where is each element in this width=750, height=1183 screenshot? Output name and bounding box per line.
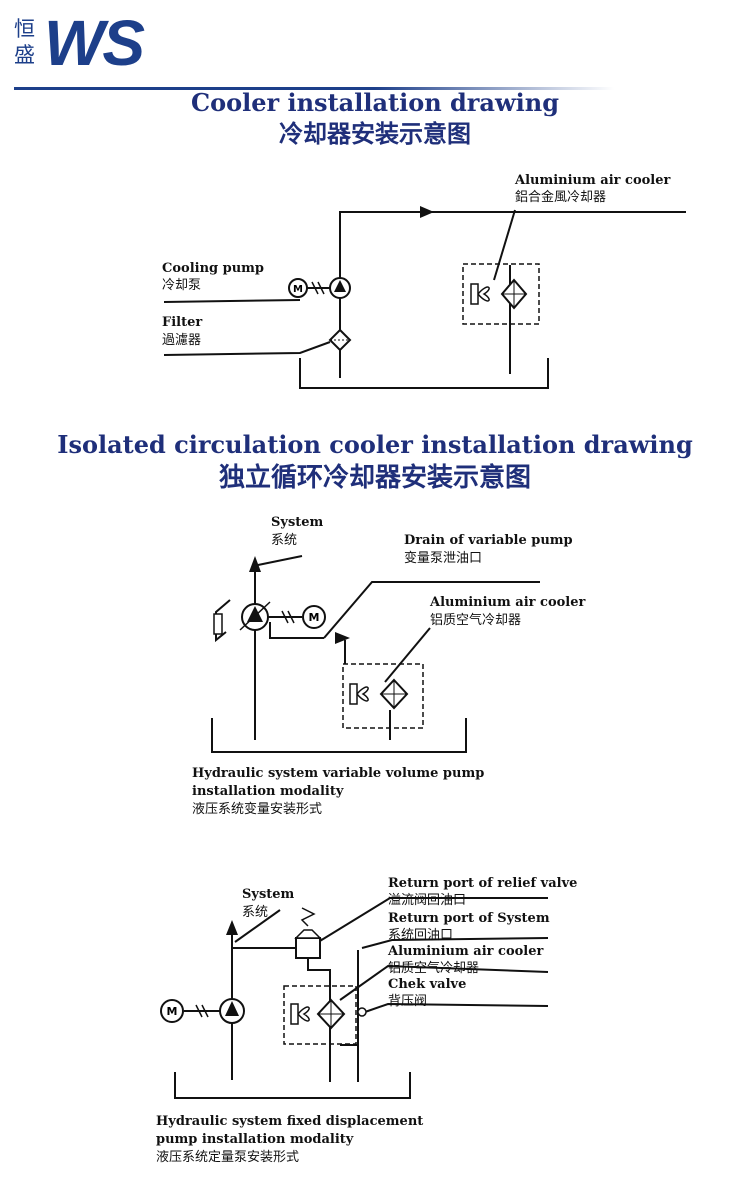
s3-cooler-label-en: Aluminium air cooler: [388, 944, 544, 959]
cooler-box-1: [462, 263, 540, 325]
s1-cooler-label-en: Aluminium air cooler: [515, 173, 671, 188]
s1-pump-label-cn: 冷却泵: [162, 278, 202, 293]
s2-system-label-en: System: [271, 515, 324, 530]
motor-letter-2: M: [309, 611, 320, 624]
header-divider: [14, 87, 614, 90]
s3-caption-cn: 液压系统定量泵安装形式: [156, 1150, 300, 1165]
s2-cooler-label-cn: 铝质空气冷却器: [430, 613, 522, 628]
motor-letter-3: M: [167, 1005, 178, 1018]
cooler-box-2: [342, 663, 424, 729]
cooler-box-3: [283, 985, 357, 1045]
section2-title-en: Isolated circulation cooler installation…: [57, 430, 693, 459]
s2-drain-label-cn: 变量泵泄油口: [404, 551, 483, 566]
section1-title-en: Cooler installation drawing: [190, 88, 559, 117]
motor-symbol-3: [160, 999, 184, 1023]
s3-cooler-label-cn: 铝质空气冷却器: [388, 961, 480, 976]
s3-check-label-en: Chek valve: [388, 977, 467, 992]
section2-title-cn: 独立循环冷却器安装示意图: [218, 463, 531, 493]
check-valve-symbol: [357, 1007, 367, 1017]
s2-system-label-cn: 系统: [271, 533, 298, 548]
s2-caption-line1: Hydraulic system variable volume pump: [192, 766, 485, 781]
s3-return-label-en: Return port of System: [388, 911, 550, 926]
s3-relief-label-cn: 溢流阀回油口: [388, 893, 467, 908]
s1-filter-label-en: Filter: [162, 315, 203, 330]
s3-check-label-cn: 背压阀: [388, 994, 428, 1009]
s2-caption-cn: 液压系统变量安装形式: [192, 802, 323, 817]
motor-letter-1: M: [293, 284, 303, 295]
s1-filter-label-cn: 過濾器: [162, 333, 202, 348]
s3-relief-label-en: Return port of relief valve: [388, 876, 578, 891]
s3-return-label-cn: 系统回油口: [388, 928, 454, 943]
s2-cooler-label-en: Aluminium air cooler: [430, 595, 586, 610]
s1-cooler-label-cn: 鋁合金風冷却器: [515, 190, 607, 205]
s3-caption-line1: Hydraulic system fixed displacement: [156, 1114, 424, 1129]
logo-ws-mark: WS: [44, 7, 145, 79]
s3-caption-line2: pump installation modality: [156, 1132, 354, 1147]
s2-drain-label-en: Drain of variable pump: [404, 533, 573, 548]
s1-pump-label-en: Cooling pump: [162, 261, 265, 276]
variable-pump-symbol: [239, 601, 271, 631]
relief-valve-symbol: [294, 907, 322, 959]
motor-symbol-2: [302, 605, 326, 629]
motor-symbol-1: [288, 278, 308, 298]
s3-system-label-en: System: [242, 887, 295, 902]
logo-chinese-text: 恒盛: [14, 17, 35, 67]
section1-title-cn: 冷却器安装示意图: [279, 120, 471, 148]
s2-caption-line2: installation modality: [192, 784, 344, 799]
s3-system-label-cn: 系统: [242, 905, 269, 920]
